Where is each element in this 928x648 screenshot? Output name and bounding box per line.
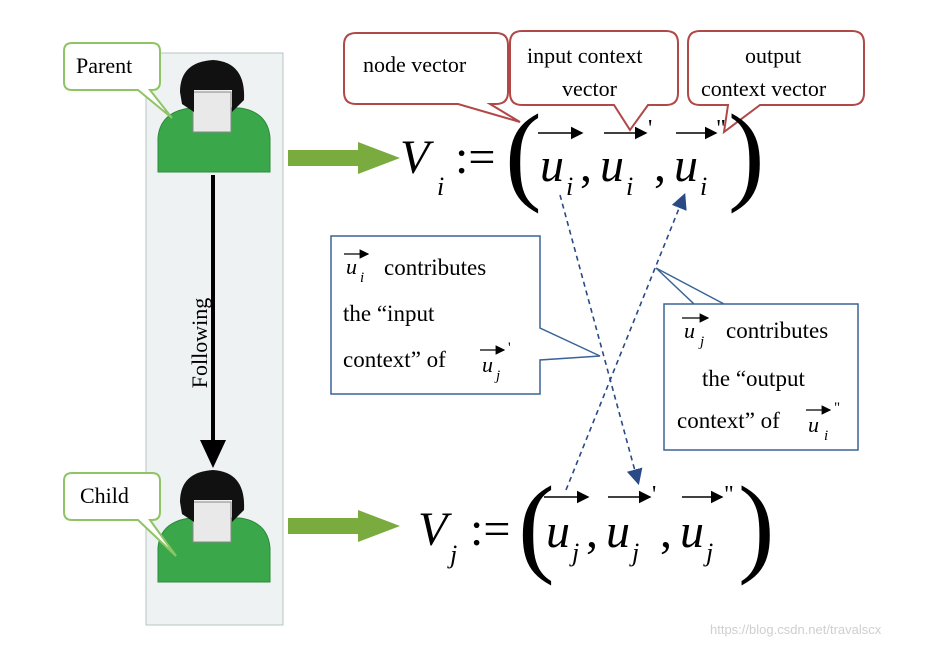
watermark-text: https://blog.csdn.net/travalscx xyxy=(710,622,882,637)
eq-top-u2: u xyxy=(600,139,624,192)
callout-node-shape xyxy=(343,32,521,123)
eq-top-rparen: ) xyxy=(728,92,765,214)
eq-bottom-comma1: , xyxy=(586,505,598,558)
eq-top-lhs: V xyxy=(400,131,430,184)
note-right-vec: u xyxy=(684,318,695,343)
note-left-vec-sub: i xyxy=(360,270,365,286)
eq-bottom-u1: u xyxy=(546,505,570,558)
eq-bottom-u2-sub: j xyxy=(632,538,640,567)
eq-top-u2-sub: i xyxy=(626,172,634,201)
eq-bottom-u2: u xyxy=(606,505,630,558)
callout-output-line1: output xyxy=(745,43,802,68)
note-left-ref-vec: u xyxy=(482,352,493,377)
child-label: Child xyxy=(80,483,129,508)
eq-bottom-rparen: ) xyxy=(738,464,775,586)
note-right-line3: context” of xyxy=(677,408,780,433)
dashed-arrow-input xyxy=(559,194,643,486)
eq-top-comma2: , xyxy=(654,139,666,192)
note-right-ref-sub: i xyxy=(824,428,829,444)
note-left-line3: context” of xyxy=(343,347,446,372)
note-right-ref-mark: " xyxy=(834,400,841,416)
green-arrow-bottom xyxy=(288,510,400,542)
callout-input-line1: input context xyxy=(527,43,643,68)
callout-node-text: node vector xyxy=(363,52,467,77)
note-left-ref-sub: j xyxy=(496,368,501,384)
eq-bottom-assign: := xyxy=(470,503,511,556)
eq-bottom-lparen: ( xyxy=(518,464,555,586)
eq-bottom-u3: u xyxy=(680,505,704,558)
eq-top-u3-sub: i xyxy=(700,172,708,201)
eq-top-u3: u xyxy=(674,139,698,192)
parent-person-icon xyxy=(157,60,271,173)
note-left-shape xyxy=(330,235,601,395)
eq-top-assign: := xyxy=(455,131,496,184)
note-left-ref-mark: ' xyxy=(508,340,511,356)
eq-top-u1-sub: i xyxy=(566,172,574,201)
eq-bottom-lhs: V xyxy=(418,503,448,556)
dashed-arrow-output xyxy=(565,193,687,491)
green-arrow-top xyxy=(288,142,400,174)
eq-top-dprime: " xyxy=(716,116,726,142)
callout-input-line2: vector xyxy=(562,76,617,101)
eq-bottom-prime: ' xyxy=(652,482,657,508)
eq-bottom-dprime: " xyxy=(724,482,734,508)
child-person-icon xyxy=(157,470,271,583)
following-arrow xyxy=(200,175,226,468)
note-right-ref-vec: u xyxy=(808,412,819,437)
callout-output-line2: context vector xyxy=(701,76,827,101)
eq-top-lhs-sub: i xyxy=(437,172,445,201)
note-right-vec-sub: j xyxy=(700,334,705,350)
callout-output-shape xyxy=(687,30,865,135)
following-label: Following xyxy=(187,297,212,389)
eq-top-prime: ' xyxy=(648,116,653,142)
note-left-line2: the “input xyxy=(343,301,435,326)
parent-label: Parent xyxy=(76,53,133,78)
parent-speech-bubble xyxy=(63,42,173,119)
eq-top-comma1: , xyxy=(580,139,592,192)
child-speech-bubble xyxy=(63,472,177,557)
eq-bottom-u3-sub: j xyxy=(706,538,714,567)
eq-bottom-u1-sub: j xyxy=(572,538,580,567)
callout-input-shape xyxy=(509,30,679,132)
note-left-line1: contributes xyxy=(384,255,487,280)
eq-top-u1: u xyxy=(540,139,564,192)
eq-bottom-comma2: , xyxy=(660,505,672,558)
note-left-vec: u xyxy=(346,254,357,279)
note-right-line1: contributes xyxy=(726,318,829,343)
note-right-line2: the “output xyxy=(702,366,805,391)
eq-top-lparen: ( xyxy=(505,92,542,214)
eq-bottom-lhs-sub: j xyxy=(450,540,458,569)
